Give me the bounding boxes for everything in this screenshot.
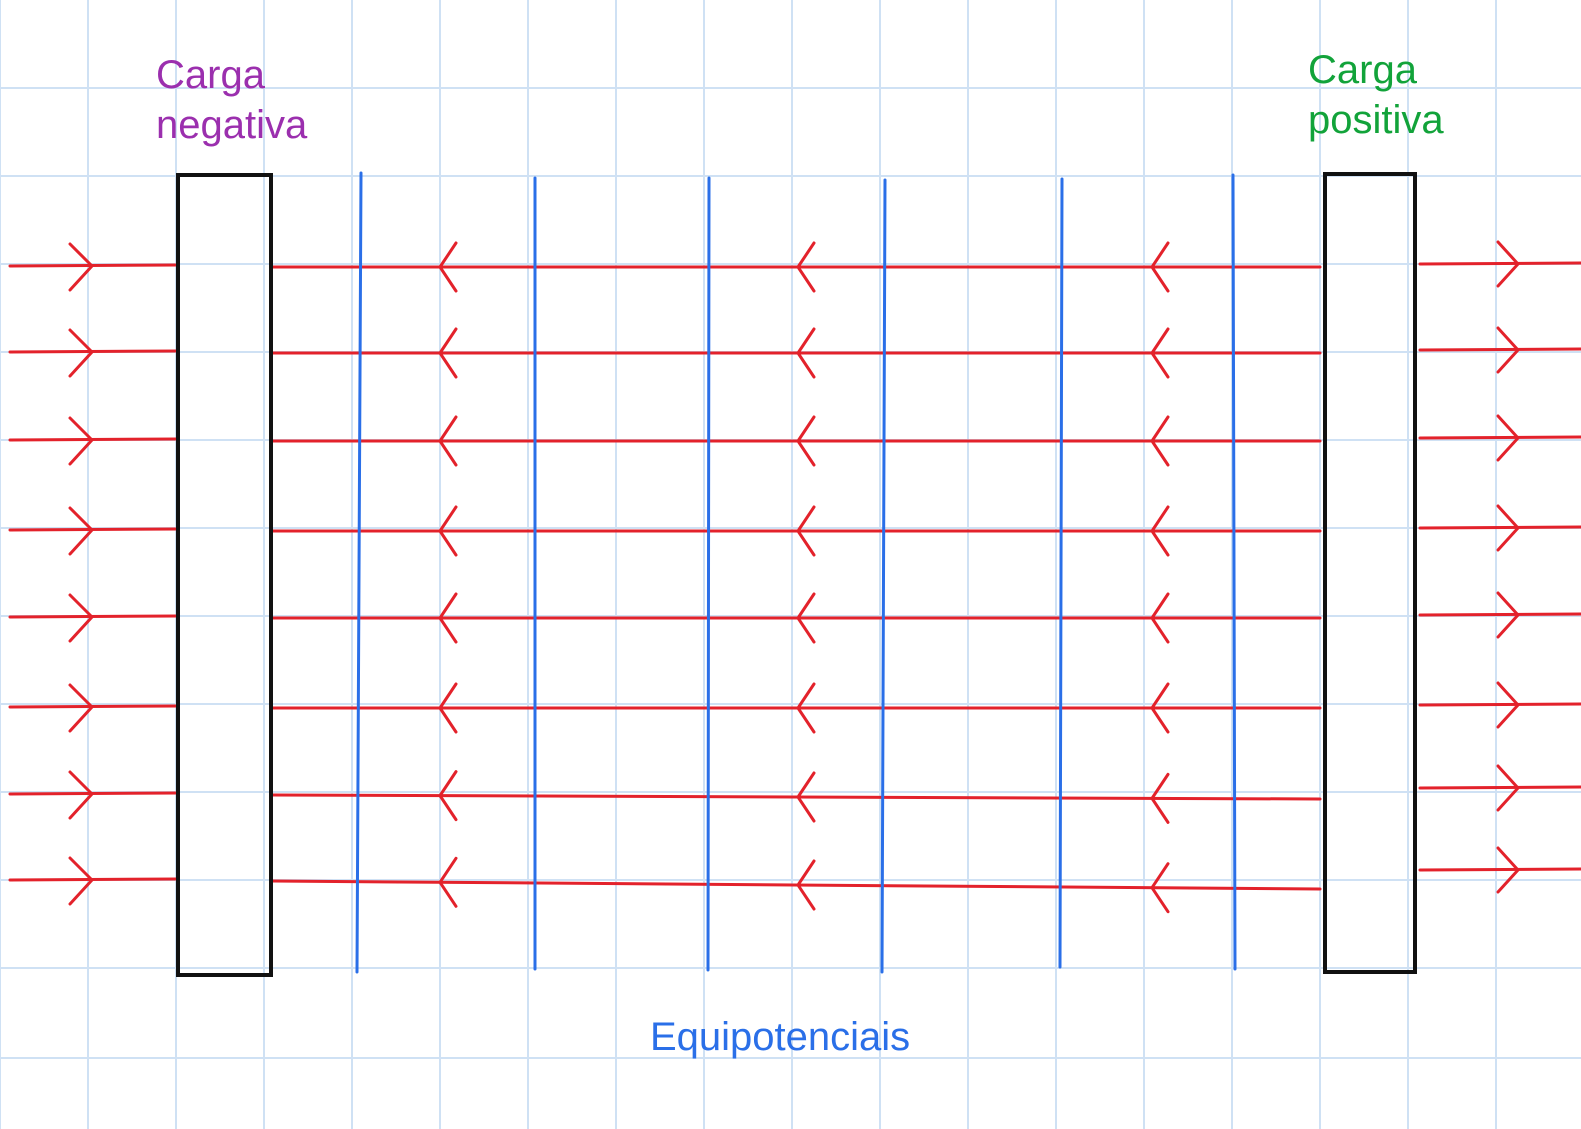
field-arrowhead-right	[68, 683, 94, 733]
field-arrowhead-right	[1496, 681, 1520, 729]
field-line-outside-left	[8, 349, 180, 354]
field-arrowhead-left	[1150, 415, 1170, 467]
field-arrowhead-left	[438, 592, 458, 644]
field-line-outside-right	[1418, 525, 1581, 530]
field-line-between-plates	[270, 879, 1322, 891]
field-arrowhead-left	[1150, 862, 1170, 914]
field-arrowhead-left	[1150, 327, 1170, 379]
field-arrowhead-right	[1496, 591, 1520, 639]
field-arrowhead-left	[796, 771, 816, 823]
field-arrowhead-left	[796, 682, 816, 734]
field-line-outside-left	[8, 437, 180, 442]
equipotential-line	[1058, 177, 1064, 969]
field-arrowhead-left	[438, 505, 458, 557]
negative-charge-label: Carga negativa	[156, 50, 307, 150]
field-line-outside-right	[1418, 261, 1581, 266]
field-arrowhead-left	[796, 505, 816, 557]
field-line-outside-left	[8, 877, 180, 882]
equipotential-line	[355, 171, 363, 974]
field-line-outside-right	[1418, 347, 1581, 352]
field-arrowhead-left	[438, 770, 458, 822]
positive-charge-label: Carga positiva	[1308, 45, 1444, 145]
field-arrowhead-right	[1496, 326, 1520, 374]
equipotential-line	[1231, 173, 1237, 971]
positive-charge-label-line-2: positiva	[1308, 98, 1444, 142]
field-line-outside-right	[1418, 612, 1581, 617]
field-arrowhead-right	[68, 593, 94, 643]
field-arrowhead-left	[796, 415, 816, 467]
field-arrowhead-left	[438, 856, 458, 908]
field-arrowhead-left	[438, 327, 458, 379]
field-arrowhead-left	[1150, 682, 1170, 734]
field-arrowhead-right	[1496, 414, 1520, 462]
field-line-outside-left	[8, 704, 180, 709]
negative-charge-label-line-2: negativa	[156, 103, 308, 147]
field-arrowhead-right	[68, 856, 94, 906]
field-arrowhead-left	[1150, 241, 1170, 293]
field-arrowhead-right	[68, 242, 94, 292]
field-arrowhead-right	[68, 416, 94, 466]
field-arrowhead-left	[1150, 505, 1170, 557]
field-line-outside-right	[1418, 785, 1581, 790]
field-line-outside-right	[1418, 702, 1581, 707]
field-arrowhead-right	[1496, 240, 1520, 288]
field-arrowhead-left	[796, 859, 816, 911]
negative-charge-label-line-1: Carga	[156, 53, 265, 97]
field-arrowhead-right	[68, 506, 94, 556]
field-line-outside-left	[8, 614, 180, 619]
field-arrowhead-right	[1496, 846, 1520, 894]
field-arrowhead-left	[796, 241, 816, 293]
equipotentials-label: Equipotenciais	[650, 1015, 911, 1059]
equipotential-line	[880, 178, 887, 974]
field-line-outside-right	[1418, 867, 1581, 872]
field-arrowhead-right	[68, 328, 94, 378]
field-arrowhead-left	[438, 682, 458, 734]
field-line-between-plates	[270, 793, 1322, 801]
field-line-outside-left	[8, 263, 180, 268]
field-arrowhead-right	[68, 770, 94, 820]
equipotential-line	[706, 176, 711, 972]
field-arrowhead-right	[1496, 764, 1520, 812]
field-arrowhead-left	[796, 327, 816, 379]
field-arrowhead-left	[438, 241, 458, 293]
field-arrowhead-left	[1150, 592, 1170, 644]
field-line-outside-left	[8, 527, 180, 532]
field-arrowhead-left	[796, 592, 816, 644]
field-arrowhead-left	[438, 415, 458, 467]
negative-plate	[176, 173, 273, 977]
positive-plate	[1323, 172, 1417, 974]
field-arrowhead-left	[1150, 772, 1170, 824]
positive-charge-label-line-1: Carga	[1308, 48, 1417, 92]
field-line-outside-right	[1418, 435, 1581, 440]
field-line-outside-left	[8, 791, 180, 796]
field-arrowhead-right	[1496, 504, 1520, 552]
